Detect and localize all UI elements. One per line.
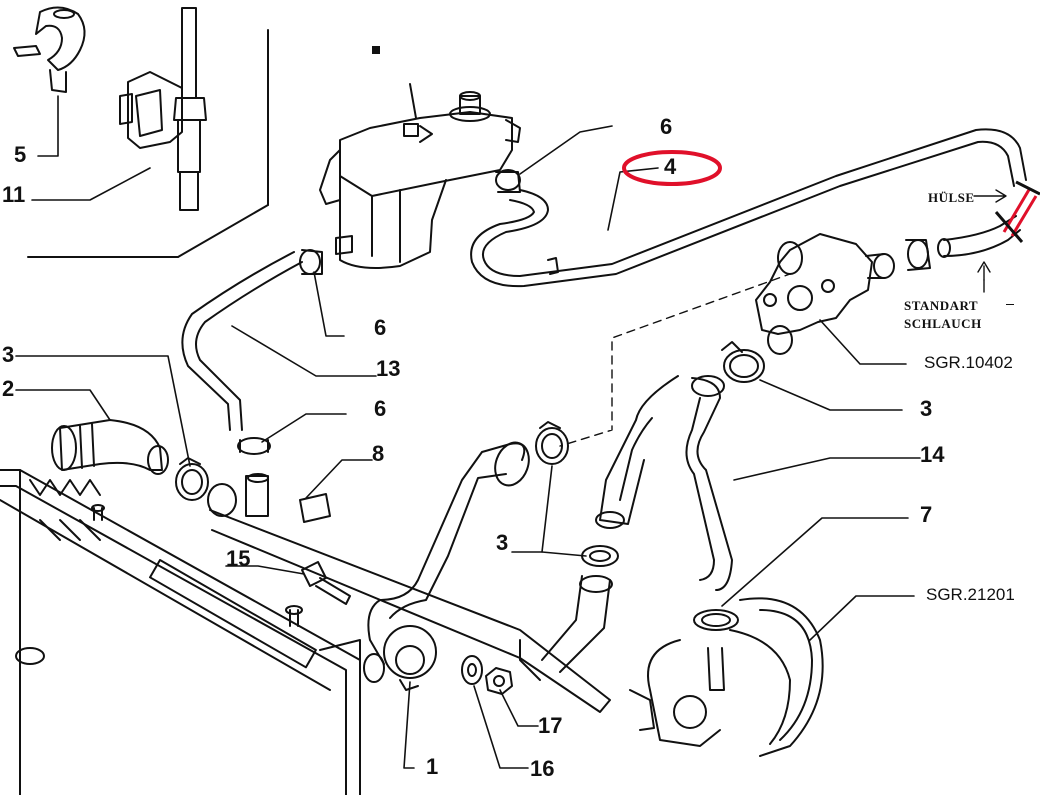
- hose-part-2: [51, 419, 169, 475]
- label-part-3-left: 3: [2, 342, 15, 367]
- cut-mark-lower: [994, 211, 1024, 243]
- label-part-6-upper: 6: [660, 114, 673, 139]
- ref-pump: SGR.21201: [926, 585, 1015, 604]
- clamp-part-3-upper: [721, 341, 765, 383]
- label-part-4: 4: [664, 154, 677, 179]
- clip-part-5: [13, 6, 86, 93]
- pipe-part-8: [207, 473, 611, 713]
- note-standard-hose-line2: SCHLAUCH: [904, 316, 982, 331]
- bolt-part-15: [301, 561, 351, 605]
- dashed-connector: [559, 273, 791, 447]
- inset-divider: [27, 29, 269, 258]
- label-part-2: 2: [2, 376, 15, 401]
- ref-thermostat: SGR.10402: [924, 353, 1013, 372]
- thermostat-housing: [755, 233, 895, 355]
- highlight-ellipse-part-4: [622, 150, 722, 186]
- hose-center: [367, 441, 530, 691]
- clamp-part-3-left: [175, 457, 209, 501]
- water-pump: [629, 597, 824, 757]
- note-standard-hose-line1: STANDART: [904, 298, 979, 313]
- label-part-11: 11: [2, 182, 26, 207]
- hose-part-4: [470, 128, 1027, 288]
- sleeve-arrow: [973, 189, 1007, 293]
- marker-square: [372, 46, 380, 54]
- label-part-16: 16: [530, 756, 555, 781]
- washer-part-16: [461, 655, 483, 685]
- label-part-15: 15: [226, 546, 251, 571]
- bracket-part-11: [119, 7, 207, 211]
- label-part-8: 8: [372, 441, 385, 466]
- label-part-1: 1: [426, 754, 439, 779]
- sleeve-hose-right: [905, 215, 1021, 271]
- label-part-13: 13: [376, 356, 401, 381]
- leader-lines: [15, 95, 921, 769]
- label-part-5: 5: [14, 142, 27, 167]
- label-part-7: 7: [920, 502, 933, 527]
- label-part-17: 17: [538, 713, 563, 738]
- expansion-tank: [319, 83, 521, 269]
- hose-part-13: [181, 249, 323, 455]
- note-dash: [1006, 304, 1014, 305]
- clamp-part-3-middle: [535, 421, 569, 465]
- label-part-6-middle: 6: [374, 315, 387, 340]
- nut-part-17: [485, 667, 513, 695]
- label-part-6-lower: 6: [374, 396, 387, 421]
- hose-part-14: [595, 375, 733, 591]
- radiator: [0, 469, 385, 795]
- label-part-3-middle: 3: [496, 530, 509, 555]
- label-part-3-right: 3: [920, 396, 933, 421]
- label-part-14: 14: [920, 442, 945, 467]
- note-sleeve: HÜLSE: [928, 190, 975, 205]
- pipe-lower-right: [541, 545, 619, 673]
- cut-mark-upper: [1015, 180, 1040, 196]
